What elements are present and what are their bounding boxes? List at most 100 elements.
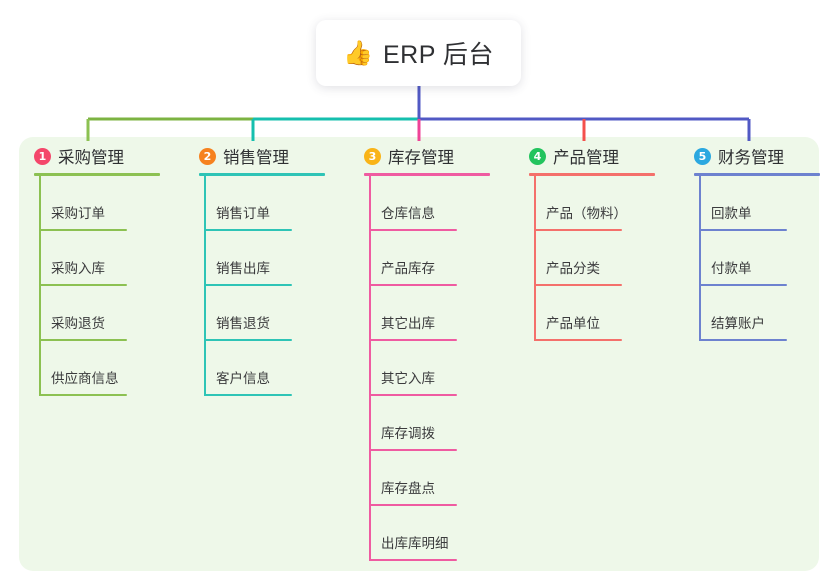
- branch-item-underline: [204, 394, 292, 396]
- branch-item-underline: [39, 394, 127, 396]
- branch-item-underline: [204, 229, 292, 231]
- branch-item-label: 采购订单: [51, 206, 105, 221]
- branch-item-underline: [369, 449, 457, 451]
- branch-item-label: 供应商信息: [51, 371, 119, 386]
- branch-item[interactable]: 仓库信息: [369, 176, 514, 231]
- branch-item-label: 采购入库: [51, 261, 105, 276]
- branch-item-underline: [369, 284, 457, 286]
- branch-spine: [369, 176, 371, 561]
- branch-title: 采购管理: [58, 149, 124, 167]
- branch-item[interactable]: 客户信息: [204, 341, 349, 396]
- branch-item-label: 出库库明细: [381, 536, 449, 551]
- branch-item-underline: [534, 339, 622, 341]
- branch-item-underline: [369, 504, 457, 506]
- branch-number-badge: 3: [364, 147, 381, 165]
- branch-item-label: 其它入库: [381, 371, 435, 386]
- branch-item[interactable]: 销售出库: [204, 231, 349, 286]
- branch-item[interactable]: 产品分类: [534, 231, 679, 286]
- branch-item-label: 产品库存: [381, 261, 435, 276]
- branch-item[interactable]: 产品库存: [369, 231, 514, 286]
- branch-header-2[interactable]: 2 销售管理: [184, 137, 349, 175]
- branch-item[interactable]: 产品单位: [534, 286, 679, 341]
- branch-item[interactable]: 库存调拨: [369, 396, 514, 451]
- branch-item[interactable]: 销售订单: [204, 176, 349, 231]
- branches-panel: [19, 137, 819, 571]
- branch-title: 产品管理: [553, 149, 619, 167]
- branch-spine: [699, 176, 701, 341]
- branch-item-underline: [369, 229, 457, 231]
- branch-item-underline: [39, 229, 127, 231]
- branch-item[interactable]: 其它入库: [369, 341, 514, 396]
- branch-item-list: 回款单付款单结算账户: [699, 176, 839, 341]
- branch-spine: [204, 176, 206, 396]
- branch-item[interactable]: 其它出库: [369, 286, 514, 341]
- branch-item-label: 采购退货: [51, 316, 105, 331]
- thumbs-up-icon: 👍: [343, 40, 373, 67]
- branch-number-badge: 2: [199, 147, 216, 165]
- branch-item[interactable]: 结算账户: [699, 286, 839, 341]
- branch-item-label: 销售出库: [216, 261, 270, 276]
- branch-item-label: 客户信息: [216, 371, 270, 386]
- branch-item-label: 产品分类: [546, 261, 600, 276]
- branch-item-label: 其它出库: [381, 316, 435, 331]
- branch-item-label: 销售退货: [216, 316, 270, 331]
- branch-item[interactable]: 付款单: [699, 231, 839, 286]
- branch-item-label: 仓库信息: [381, 206, 435, 221]
- branch-header-1[interactable]: 1 采购管理: [19, 137, 184, 175]
- branch-item[interactable]: 采购退货: [39, 286, 184, 341]
- branch-item[interactable]: 采购订单: [39, 176, 184, 231]
- branch-title: 销售管理: [223, 149, 289, 167]
- branch-column-3: 3 库存管理仓库信息产品库存其它出库其它入库库存调拨库存盘点出库库明细: [349, 137, 514, 561]
- branch-item[interactable]: 库存盘点: [369, 451, 514, 506]
- branch-column-1: 1 采购管理采购订单采购入库采购退货供应商信息: [19, 137, 184, 396]
- branch-item[interactable]: 采购入库: [39, 231, 184, 286]
- branch-item[interactable]: 销售退货: [204, 286, 349, 341]
- branch-number-badge: 4: [529, 147, 546, 165]
- branch-underline: [364, 173, 490, 176]
- branch-item[interactable]: 产品（物料）: [534, 176, 679, 231]
- branch-item-label: 库存盘点: [381, 481, 435, 496]
- branch-item-label: 销售订单: [216, 206, 270, 221]
- branch-underline: [199, 173, 325, 176]
- branch-underline: [34, 173, 160, 176]
- branch-item[interactable]: 回款单: [699, 176, 839, 231]
- branch-spine: [39, 176, 41, 396]
- branch-item-underline: [699, 339, 787, 341]
- branch-item-underline: [699, 229, 787, 231]
- branch-item[interactable]: 供应商信息: [39, 341, 184, 396]
- branch-header-5[interactable]: 5 财务管理: [679, 137, 839, 175]
- branch-item-underline: [204, 339, 292, 341]
- branch-item-label: 结算账户: [711, 316, 765, 331]
- branch-column-4: 4 产品管理产品（物料） 产品分类产品单位: [514, 137, 679, 341]
- branch-item-list: 仓库信息产品库存其它出库其它入库库存调拨库存盘点出库库明细: [369, 176, 514, 561]
- branch-number-badge: 5: [694, 147, 711, 165]
- branch-title: 库存管理: [388, 149, 454, 167]
- branch-item-label: 回款单: [711, 206, 752, 221]
- branch-item-label: 产品单位: [546, 316, 600, 331]
- branch-header-4[interactable]: 4 产品管理: [514, 137, 679, 175]
- branch-item-underline: [699, 284, 787, 286]
- branch-item-underline: [534, 229, 622, 231]
- root-label: ERP 后台: [382, 41, 494, 69]
- branch-header-3[interactable]: 3 库存管理: [349, 137, 514, 175]
- branch-item-underline: [369, 339, 457, 341]
- branch-column-5: 5 财务管理回款单付款单结算账户: [679, 137, 839, 341]
- branch-columns: 1 采购管理采购订单采购入库采购退货供应商信息 2 销售管理销售订单销售出库销售退货客…: [19, 137, 820, 571]
- branch-spine: [534, 176, 536, 341]
- branch-item-underline: [534, 284, 622, 286]
- branch-item-list: 采购订单采购入库采购退货供应商信息: [39, 176, 184, 396]
- branch-item-label: 库存调拨: [381, 426, 435, 441]
- branch-item-label: 付款单: [711, 261, 752, 276]
- branch-item[interactable]: 出库库明细: [369, 506, 514, 561]
- branch-item-underline: [39, 284, 127, 286]
- branch-item-label: 产品（物料）: [546, 206, 627, 221]
- branch-item-underline: [39, 339, 127, 341]
- branch-item-underline: [369, 559, 457, 561]
- branch-title: 财务管理: [718, 149, 784, 167]
- branch-item-underline: [369, 394, 457, 396]
- branch-column-2: 2 销售管理销售订单销售出库销售退货客户信息: [184, 137, 349, 396]
- branch-item-list: 销售订单销售出库销售退货客户信息: [204, 176, 349, 396]
- root-node[interactable]: 👍 ERP 后台: [316, 20, 521, 86]
- branch-number-badge: 1: [34, 147, 51, 165]
